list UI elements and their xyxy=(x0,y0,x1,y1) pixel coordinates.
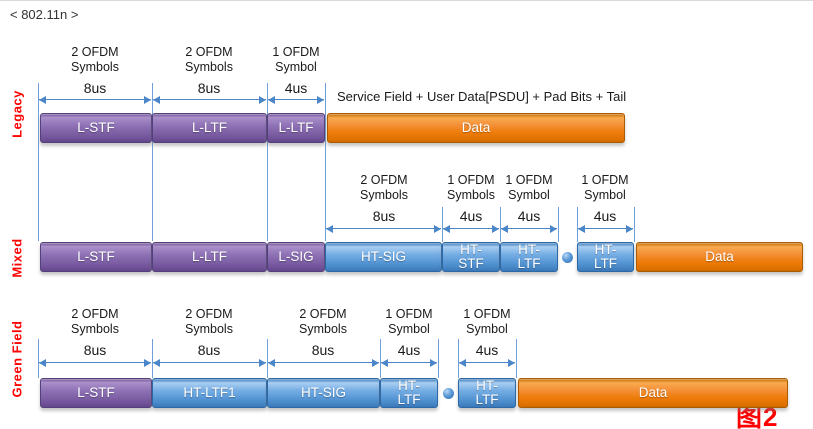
dimension-arrow xyxy=(326,224,441,233)
annotation: 2 OFDM Symbols xyxy=(360,173,408,202)
frame-block-ht-stf: HT- STF xyxy=(442,242,500,272)
data-content-note: Service Field + User Data[PSDU] + Pad Bi… xyxy=(337,89,627,104)
duration-label: 8us xyxy=(83,80,107,96)
annotation: 2 OFDM Symbols xyxy=(185,45,233,74)
boundary-line xyxy=(438,339,439,378)
frame-block-ht-ltf: HT- LTF xyxy=(500,242,558,272)
dimension-arrow xyxy=(501,224,557,233)
duration-label: 4us xyxy=(475,342,499,358)
ellipsis-dot-icon xyxy=(562,252,573,263)
frame-block-ht-ltf: HT- LTF xyxy=(577,242,634,272)
frame-block-l-ltf: L-LTF xyxy=(152,113,267,143)
frame-block-ht-ltf: HT- LTF xyxy=(380,378,438,408)
duration-label: 8us xyxy=(372,208,396,224)
frame-block-ht-sig: HT-SIG xyxy=(267,378,380,408)
boundary-line xyxy=(634,207,635,242)
duration-label: 4us xyxy=(397,342,421,358)
frame-block-l-stf: L-STF xyxy=(40,242,152,272)
annotation: 1 OFDM Symbol xyxy=(272,45,320,74)
duration-label: 4us xyxy=(517,208,541,224)
dimension-arrow xyxy=(39,95,151,104)
annotation: 2 OFDM Symbols xyxy=(71,307,119,336)
boundary-line xyxy=(516,339,517,378)
duration-label: 4us xyxy=(459,208,483,224)
frame-block-l-ltf: L-LTF xyxy=(152,242,267,272)
annotation: 2 OFDM Symbols xyxy=(299,307,347,336)
dimension-arrow xyxy=(443,224,499,233)
boundary-line xyxy=(38,339,39,378)
row-label-legacy: Legacy xyxy=(9,90,25,138)
dimension-arrow xyxy=(578,224,633,233)
boundary-line xyxy=(152,339,153,378)
row-label-mixed: Mixed xyxy=(9,238,25,278)
frame-block-l-stf: L-STF xyxy=(40,378,152,408)
dimension-arrow xyxy=(268,358,379,367)
dimension-arrow xyxy=(153,358,266,367)
dimension-arrow xyxy=(459,358,515,367)
frame-block-ht-ltf: HT- LTF xyxy=(458,378,516,408)
frame-block-data: Data xyxy=(327,113,625,143)
duration-label: 8us xyxy=(197,80,221,96)
page-title: < 802.11n > xyxy=(10,7,79,22)
row-label-green-field: Green Field xyxy=(9,320,25,398)
dimension-arrow xyxy=(268,95,324,104)
frame-block-l-ltf: L-LTF xyxy=(267,113,325,143)
boundary-line xyxy=(558,207,559,242)
frame-block-data: Data xyxy=(636,242,803,272)
boundary-line xyxy=(458,339,459,378)
annotation: 1 OFDM Symbols xyxy=(447,173,495,202)
duration-label: 8us xyxy=(197,342,221,358)
annotation: 1 OFDM Symbol xyxy=(385,307,433,336)
duration-label: 4us xyxy=(593,208,617,224)
dimension-arrow xyxy=(153,95,266,104)
boundary-line xyxy=(267,83,268,241)
boundary-line xyxy=(442,207,443,242)
boundary-line xyxy=(500,207,501,242)
duration-label: 8us xyxy=(311,342,335,358)
annotation: 1 OFDM Symbol xyxy=(505,173,553,202)
boundary-line xyxy=(325,83,326,241)
duration-label: 8us xyxy=(83,342,107,358)
frame-block-l-stf: L-STF xyxy=(40,113,152,143)
boundary-line xyxy=(38,83,39,241)
frame-block-l-sig: L-SIG xyxy=(267,242,325,272)
boundary-line xyxy=(267,339,268,378)
boundary-line xyxy=(380,339,381,378)
frame-block-ht-ltf1: HT-LTF1 xyxy=(152,378,267,408)
annotation: 1 OFDM Symbol xyxy=(581,173,629,202)
ellipsis-dot-icon xyxy=(443,388,454,399)
boundary-line xyxy=(577,207,578,242)
annotation: 2 OFDM Symbols xyxy=(185,307,233,336)
duration-label: 4us xyxy=(284,80,308,96)
annotation: 2 OFDM Symbols xyxy=(71,45,119,74)
dimension-arrow xyxy=(39,358,151,367)
boundary-line xyxy=(152,83,153,241)
dimension-arrow xyxy=(381,358,437,367)
frame-block-data: Data xyxy=(518,378,788,408)
frame-block-ht-sig: HT-SIG xyxy=(325,242,442,272)
annotation: 1 OFDM Symbol xyxy=(463,307,511,336)
